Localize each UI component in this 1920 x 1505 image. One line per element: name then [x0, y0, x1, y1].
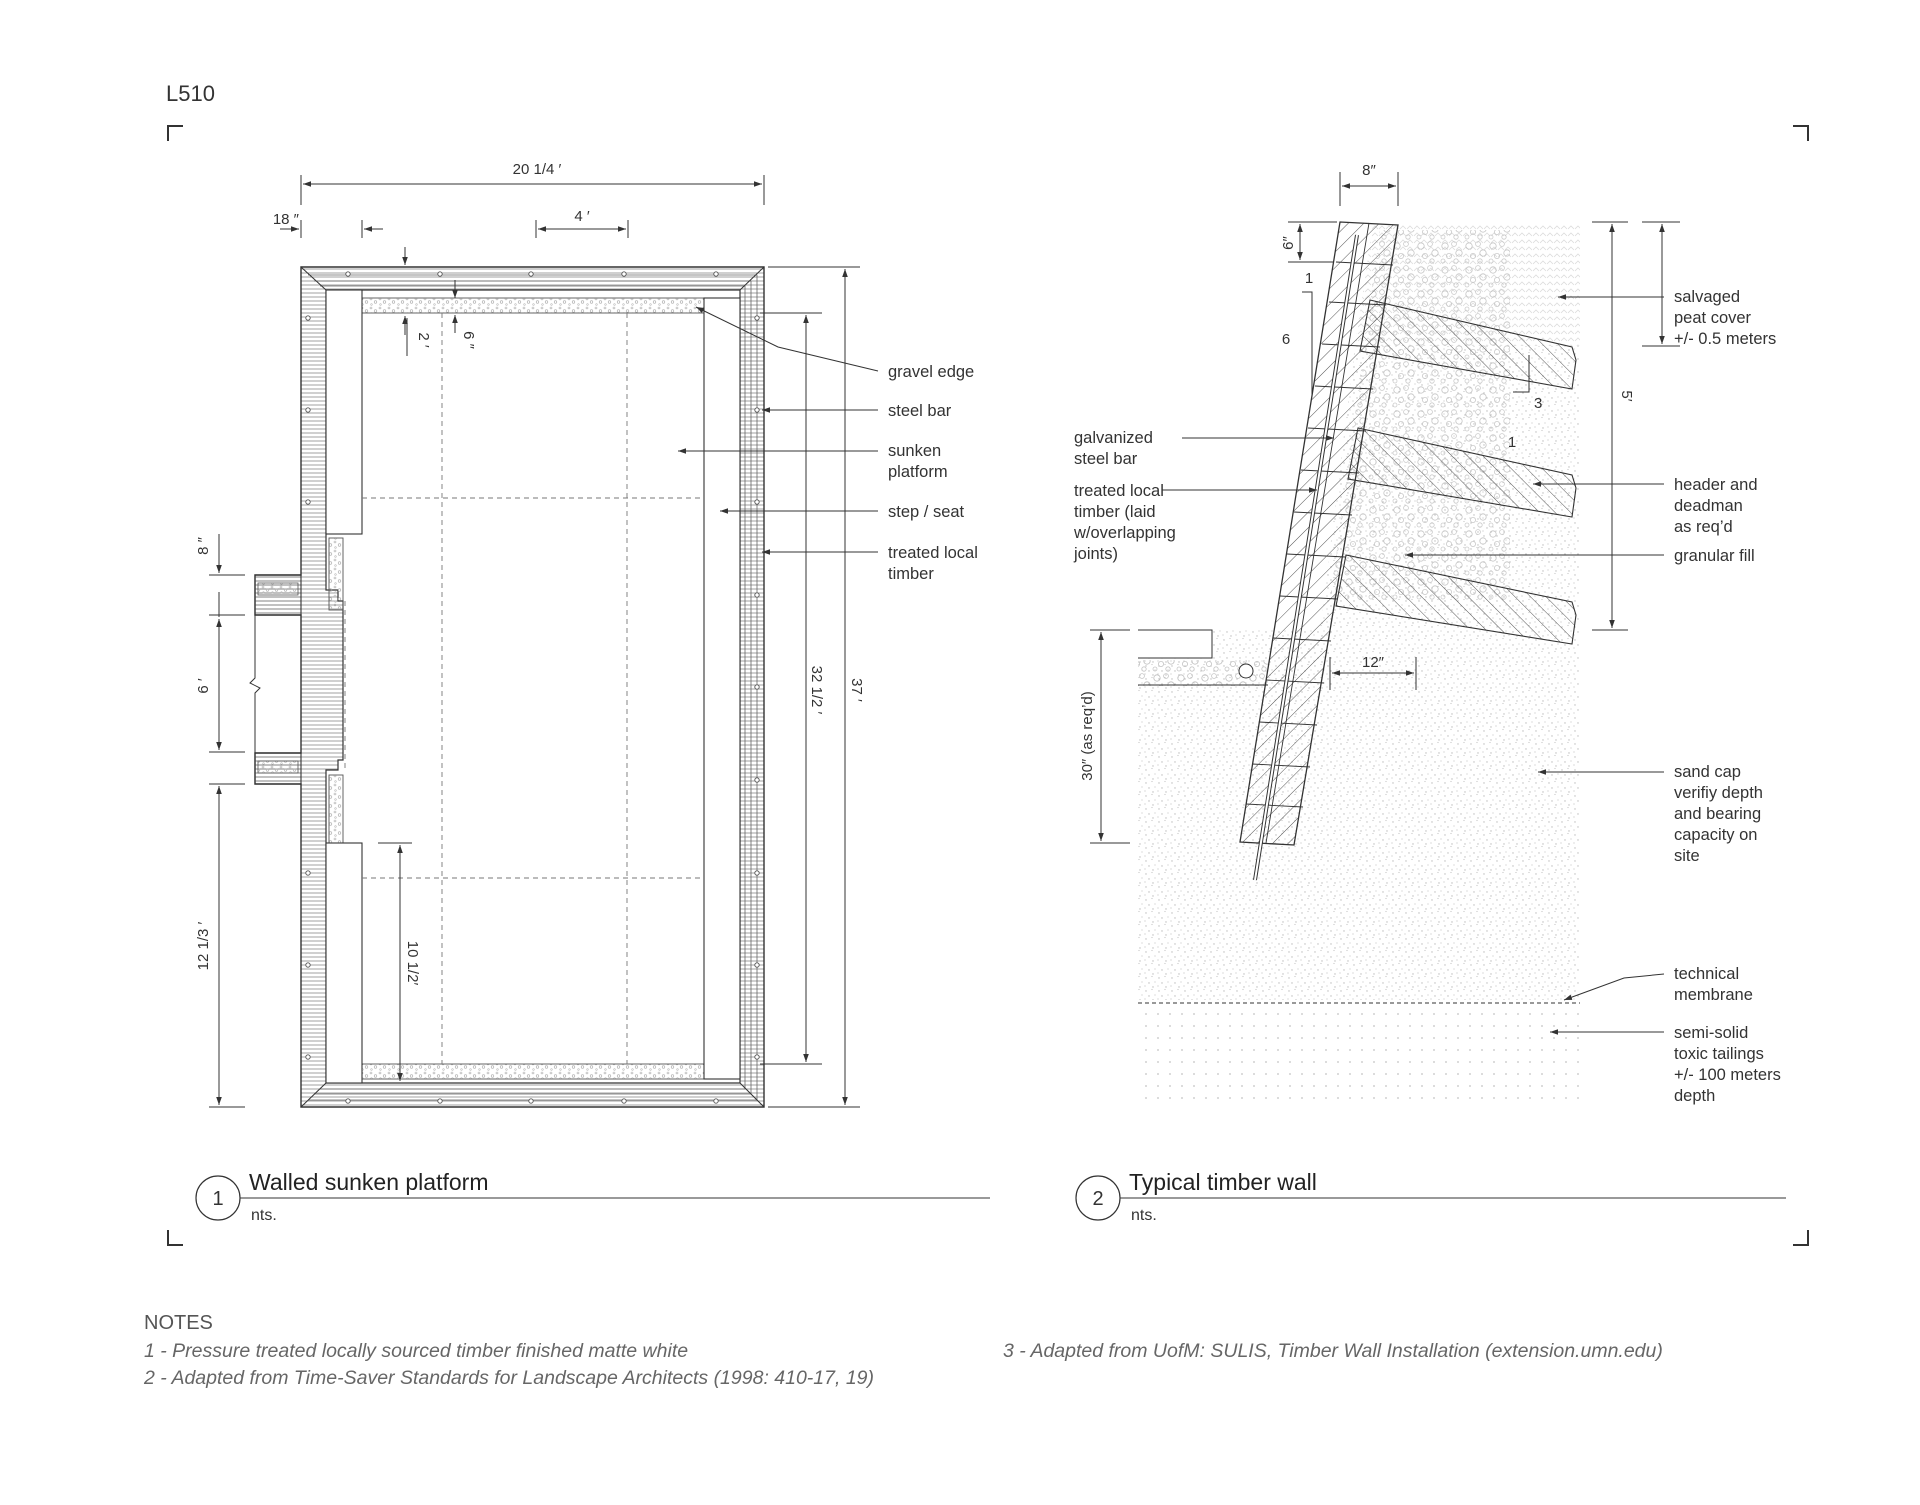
- label-tailings-3: +/- 100 meters: [1674, 1066, 1781, 1084]
- note-1: 1 - Pressure treated locally sourced tim…: [144, 1340, 688, 1362]
- dim-panel-width: 4 ′: [574, 208, 590, 225]
- label-tailings-1: semi-solid: [1674, 1024, 1748, 1042]
- label-galvanized-2: steel bar: [1074, 450, 1138, 468]
- dim-step-depth: 2 ′: [415, 332, 432, 348]
- dim-backfill-height: 5′: [1618, 390, 1635, 401]
- label-sunken-platform-2: platform: [888, 463, 948, 481]
- platform-grid: [344, 313, 704, 1064]
- label-galvanized-1: galvanized: [1074, 429, 1153, 447]
- dim-batter-rise: 6: [1282, 331, 1290, 348]
- dim-batter-run: 1: [1305, 270, 1313, 287]
- label-treated-timber-c: w/overlapping: [1073, 524, 1176, 542]
- notes-heading: NOTES: [144, 1312, 213, 1334]
- dim-slope-run: 1: [1508, 434, 1516, 451]
- label-step-seat: step / seat: [888, 503, 965, 521]
- label-header-3: as req’d: [1674, 518, 1733, 536]
- dim-embedment: 30″ (as req’d): [1079, 691, 1096, 781]
- dim-entry-opening: 6 ′: [195, 678, 212, 694]
- drawing-title-1: Walled sunken platform: [249, 1169, 488, 1195]
- dim-timber-width: 8″: [1362, 162, 1376, 179]
- dim-overall-length: 37 ′: [848, 678, 865, 702]
- section-dimensions: [1090, 172, 1680, 844]
- plan-dimensions: [209, 175, 860, 1108]
- dim-cap-height: 6″: [1280, 235, 1297, 249]
- label-tailings-2: toxic tailings: [1674, 1045, 1764, 1063]
- sand-cap: [1138, 630, 1580, 1000]
- note-2: 2 - Adapted from Time-Saver Standards fo…: [143, 1367, 874, 1389]
- seat-lower: [325, 842, 363, 1084]
- label-membrane-1: technical: [1674, 965, 1739, 983]
- label-sand-cap-3: and bearing: [1674, 805, 1761, 823]
- bolt-holes: [305, 271, 760, 1104]
- label-sand-cap-4: capacity on: [1674, 826, 1757, 844]
- dim-entry-wall: 8 ″: [195, 536, 212, 555]
- label-treated-timber-1: treated local: [888, 544, 978, 562]
- label-sunken-platform-1: sunken: [888, 442, 941, 460]
- gravel-edge-bottom: [361, 1063, 705, 1080]
- dim-overall-width: 20 1/4 ′: [513, 161, 562, 178]
- label-steel-bar: steel bar: [888, 402, 952, 420]
- section-drawing: 8″ 6″ 1 6 3 1 5′ 12″ 30″ (as req’d) galv…: [1073, 162, 1781, 1108]
- title-block-2: 2 Typical timber wall nts.: [1075, 1169, 1786, 1224]
- dim-inner-length: 32 1/2 ′: [808, 666, 825, 715]
- plan-leaders: [678, 306, 879, 555]
- label-sand-cap-2: verifiy depth: [1674, 784, 1763, 802]
- label-gravel-edge: gravel edge: [888, 363, 974, 381]
- label-header-2: deadman: [1674, 497, 1743, 515]
- label-treated-timber-a: treated local: [1074, 482, 1164, 500]
- label-peat-1: salvaged: [1674, 288, 1740, 306]
- toxic-tailings: [1138, 1008, 1580, 1108]
- label-membrane-2: membrane: [1674, 986, 1753, 1004]
- label-treated-timber-b: timber (laid: [1074, 503, 1156, 521]
- title-block-1: 1 Walled sunken platform nts.: [195, 1169, 990, 1224]
- label-granular-fill: granular fill: [1674, 547, 1755, 565]
- label-sand-cap-1: sand cap: [1674, 763, 1741, 781]
- timber-wall: [1239, 221, 1399, 846]
- note-3: 3 - Adapted from UofM: SULIS, Timber Wal…: [1003, 1340, 1663, 1362]
- label-treated-timber-2: timber: [888, 565, 934, 583]
- plan-drawing: 20 1/4 ′ 18 ″ 4 ′ 2 ′ 6 ″ 32 1/2 ′ 37 ′ …: [195, 161, 978, 1108]
- drawing-title-2: Typical timber wall: [1129, 1169, 1317, 1195]
- drawing-scale-2: nts.: [1131, 1207, 1157, 1224]
- label-peat-2: peat cover: [1674, 309, 1752, 327]
- dim-toe-offset: 12″: [1362, 654, 1385, 671]
- drawing-number-2: 2: [1092, 1188, 1103, 1210]
- label-sand-cap-5: site: [1674, 847, 1700, 865]
- dim-lower-wall: 12 1/3 ′: [195, 921, 212, 970]
- label-header-1: header and: [1674, 476, 1758, 494]
- notes: NOTES 1 - Pressure treated locally sourc…: [143, 1312, 1663, 1389]
- dim-seat-length: 10 1/2′: [404, 941, 421, 986]
- drawing-scale-1: nts.: [251, 1207, 277, 1224]
- seat-upper: [325, 289, 363, 535]
- dim-wall-thickness: 18 ″: [273, 211, 300, 228]
- drawing-number-1: 1: [212, 1188, 223, 1210]
- label-peat-3: +/- 0.5 meters: [1674, 330, 1776, 348]
- label-treated-timber-d: joints): [1073, 545, 1118, 563]
- sheet-id: L510: [166, 81, 215, 106]
- section-leaders: [1162, 294, 1665, 1035]
- dim-gravel-edge: 6 ″: [460, 331, 477, 350]
- label-tailings-4: depth: [1674, 1087, 1715, 1105]
- deadmen: [1335, 299, 1577, 645]
- crop-marks: [167, 125, 1809, 1246]
- dim-slope-rise: 3: [1534, 395, 1542, 412]
- gravel-edge-top: [361, 297, 705, 314]
- seat-right: [703, 297, 741, 1080]
